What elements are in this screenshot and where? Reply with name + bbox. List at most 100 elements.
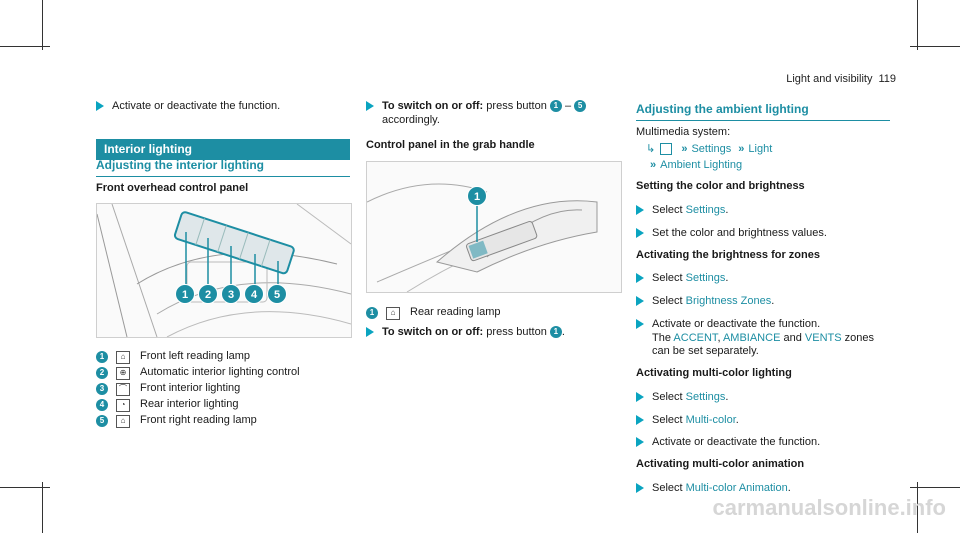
zones-line2: can be set separately.: [652, 345, 759, 358]
select-word: Select: [652, 295, 683, 307]
step-arrow-icon: [636, 482, 644, 493]
legend-text: Front right reading lamp: [140, 414, 257, 427]
legend-text: Rear interior lighting: [140, 398, 239, 411]
callout-2: 2: [198, 284, 218, 304]
crop-mark: [910, 46, 960, 47]
reading-lamp-icon: ⌂: [116, 350, 130, 364]
settings-link: Settings: [685, 272, 726, 285]
select-word: Select: [652, 413, 683, 426]
step-arrow-icon: [636, 273, 644, 284]
crop-mark: [917, 0, 918, 50]
legend-text: Automatic interior lighting control: [140, 366, 300, 379]
range-dash: –: [564, 100, 572, 112]
step-arrow-icon: [366, 101, 374, 111]
step-arrow-icon: [636, 318, 644, 329]
legend-item: 2 ⊕ Automatic interior lighting control: [96, 365, 350, 381]
zone-and: and: [783, 331, 802, 344]
panel-heading: Front overhead control panel: [96, 182, 249, 194]
select-word: Select: [652, 204, 683, 216]
grab-heading: Control panel in the grab handle: [366, 139, 535, 151]
step-body: press button: [486, 100, 547, 112]
crop-mark: [910, 487, 960, 488]
settings-link: Settings: [685, 390, 726, 403]
brightness-zones-link: Brightness Zones: [685, 295, 772, 307]
step-arrow-icon: [636, 391, 644, 402]
zones-the: The: [652, 331, 671, 344]
callout-5: 5: [267, 284, 287, 304]
multi-anim-link: Multi-color Animation: [685, 481, 788, 494]
ref-number: 1: [549, 100, 562, 113]
ambient-heading: Adjusting the ambient lighting: [636, 102, 890, 121]
legend-text: Front interior lighting: [140, 382, 241, 395]
legend-item: 1 ⌂ Rear reading lamp: [366, 305, 501, 321]
legend-item: 5 ⌂ Front right reading lamp: [96, 413, 350, 429]
step-select-zones: Select Brightness Zones.: [636, 295, 890, 309]
overhead-panel-figure: 1 2 3 4 5: [96, 203, 352, 338]
legend-list: 1 ⌂ Front left reading lamp 2 ⊕ Automati…: [96, 349, 350, 429]
ref-number: 5: [574, 100, 587, 113]
heading-zones: Activating the brightness for zones: [636, 248, 820, 261]
step-text: To switch on or off: press button 1 – 5 …: [382, 100, 587, 128]
legend-number: 3: [96, 383, 108, 395]
crop-mark: [0, 487, 50, 488]
callout-1: 1: [175, 284, 195, 304]
legend-number: 5: [96, 415, 108, 427]
crop-mark: [0, 46, 50, 47]
step-activate: Activate or deactivate the function.: [96, 100, 350, 114]
return-arrow-icon: ↳: [646, 142, 656, 155]
reading-lamp-icon: ⌂: [116, 414, 130, 428]
step-switch-single: To switch on or off: press button 1.: [366, 326, 622, 340]
section-bar: Interior lighting: [96, 139, 350, 160]
step-select-settings: Select Settings.: [636, 391, 890, 405]
step-arrow-icon: [636, 414, 644, 425]
step-switch-range: To switch on or off: press button 1 – 5 …: [366, 100, 622, 128]
front-interior-light-icon: ⌒: [116, 382, 130, 396]
step-arrow-icon: [366, 327, 374, 337]
step-bold: To switch on or off:: [382, 100, 484, 112]
system-label: Multimedia system:: [636, 126, 731, 138]
settings-link: Settings: [685, 204, 726, 216]
rear-interior-light-icon: ◔: [116, 398, 130, 412]
watermark: carmanualsonline.info: [712, 494, 947, 520]
zone-accent: ACCENT: [673, 331, 718, 344]
step-activate-zones: Activate or deactivate the function. The…: [636, 318, 890, 359]
zone-ambiance: AMBIANCE: [722, 331, 781, 344]
step-bold: To switch on or off:: [382, 326, 484, 338]
step-select-anim: Select Multi-color Animation.: [636, 482, 890, 496]
auto-lighting-icon: ⊕: [116, 366, 130, 380]
multi-color-link: Multi-color: [685, 413, 736, 426]
callout-4: 4: [244, 284, 264, 304]
legend-number: 2: [96, 367, 108, 379]
ref-number: 1: [549, 326, 562, 339]
legend-number: 1: [96, 351, 108, 363]
callout-1: 1: [467, 186, 487, 206]
legend-item: 3 ⌒ Front interior lighting: [96, 381, 350, 397]
callout-3: 3: [221, 284, 241, 304]
crop-mark: [42, 0, 43, 50]
step-activate-multi: Activate or deactivate the function.: [636, 436, 890, 450]
path-settings: Settings: [691, 142, 732, 155]
step-body: press button: [486, 326, 547, 338]
step-text: Activate or deactivate the function.: [652, 436, 821, 449]
zones-tail: zones: [844, 331, 875, 344]
step-arrow-icon: [636, 227, 644, 238]
header-title: Light and visibility: [786, 73, 873, 85]
legend-item: 1 ⌂ Front left reading lamp: [96, 349, 350, 365]
select-word: Select: [652, 390, 683, 403]
grab-handle-illustration: [367, 183, 598, 292]
step-arrow-icon: [636, 437, 644, 448]
select-word: Select: [652, 272, 683, 285]
running-header: Light and visibility 119: [786, 73, 896, 87]
path-ambient: Ambient Lighting: [660, 158, 743, 171]
page-number: 119: [878, 73, 896, 85]
chevron-icon: »: [650, 158, 657, 171]
home-icon: [660, 142, 673, 155]
step-text: To switch on or off: press button 1.: [382, 326, 565, 339]
step-text: Set the color and brightness values.: [652, 226, 827, 239]
menu-path-line2: »Ambient Lighting: [636, 159, 890, 173]
step-tail: accordingly.: [382, 113, 440, 126]
path-light: Light: [748, 142, 773, 155]
crop-mark: [42, 482, 43, 533]
step-select-settings: Select Settings.: [636, 272, 890, 286]
legend-text: Rear reading lamp: [410, 306, 501, 319]
